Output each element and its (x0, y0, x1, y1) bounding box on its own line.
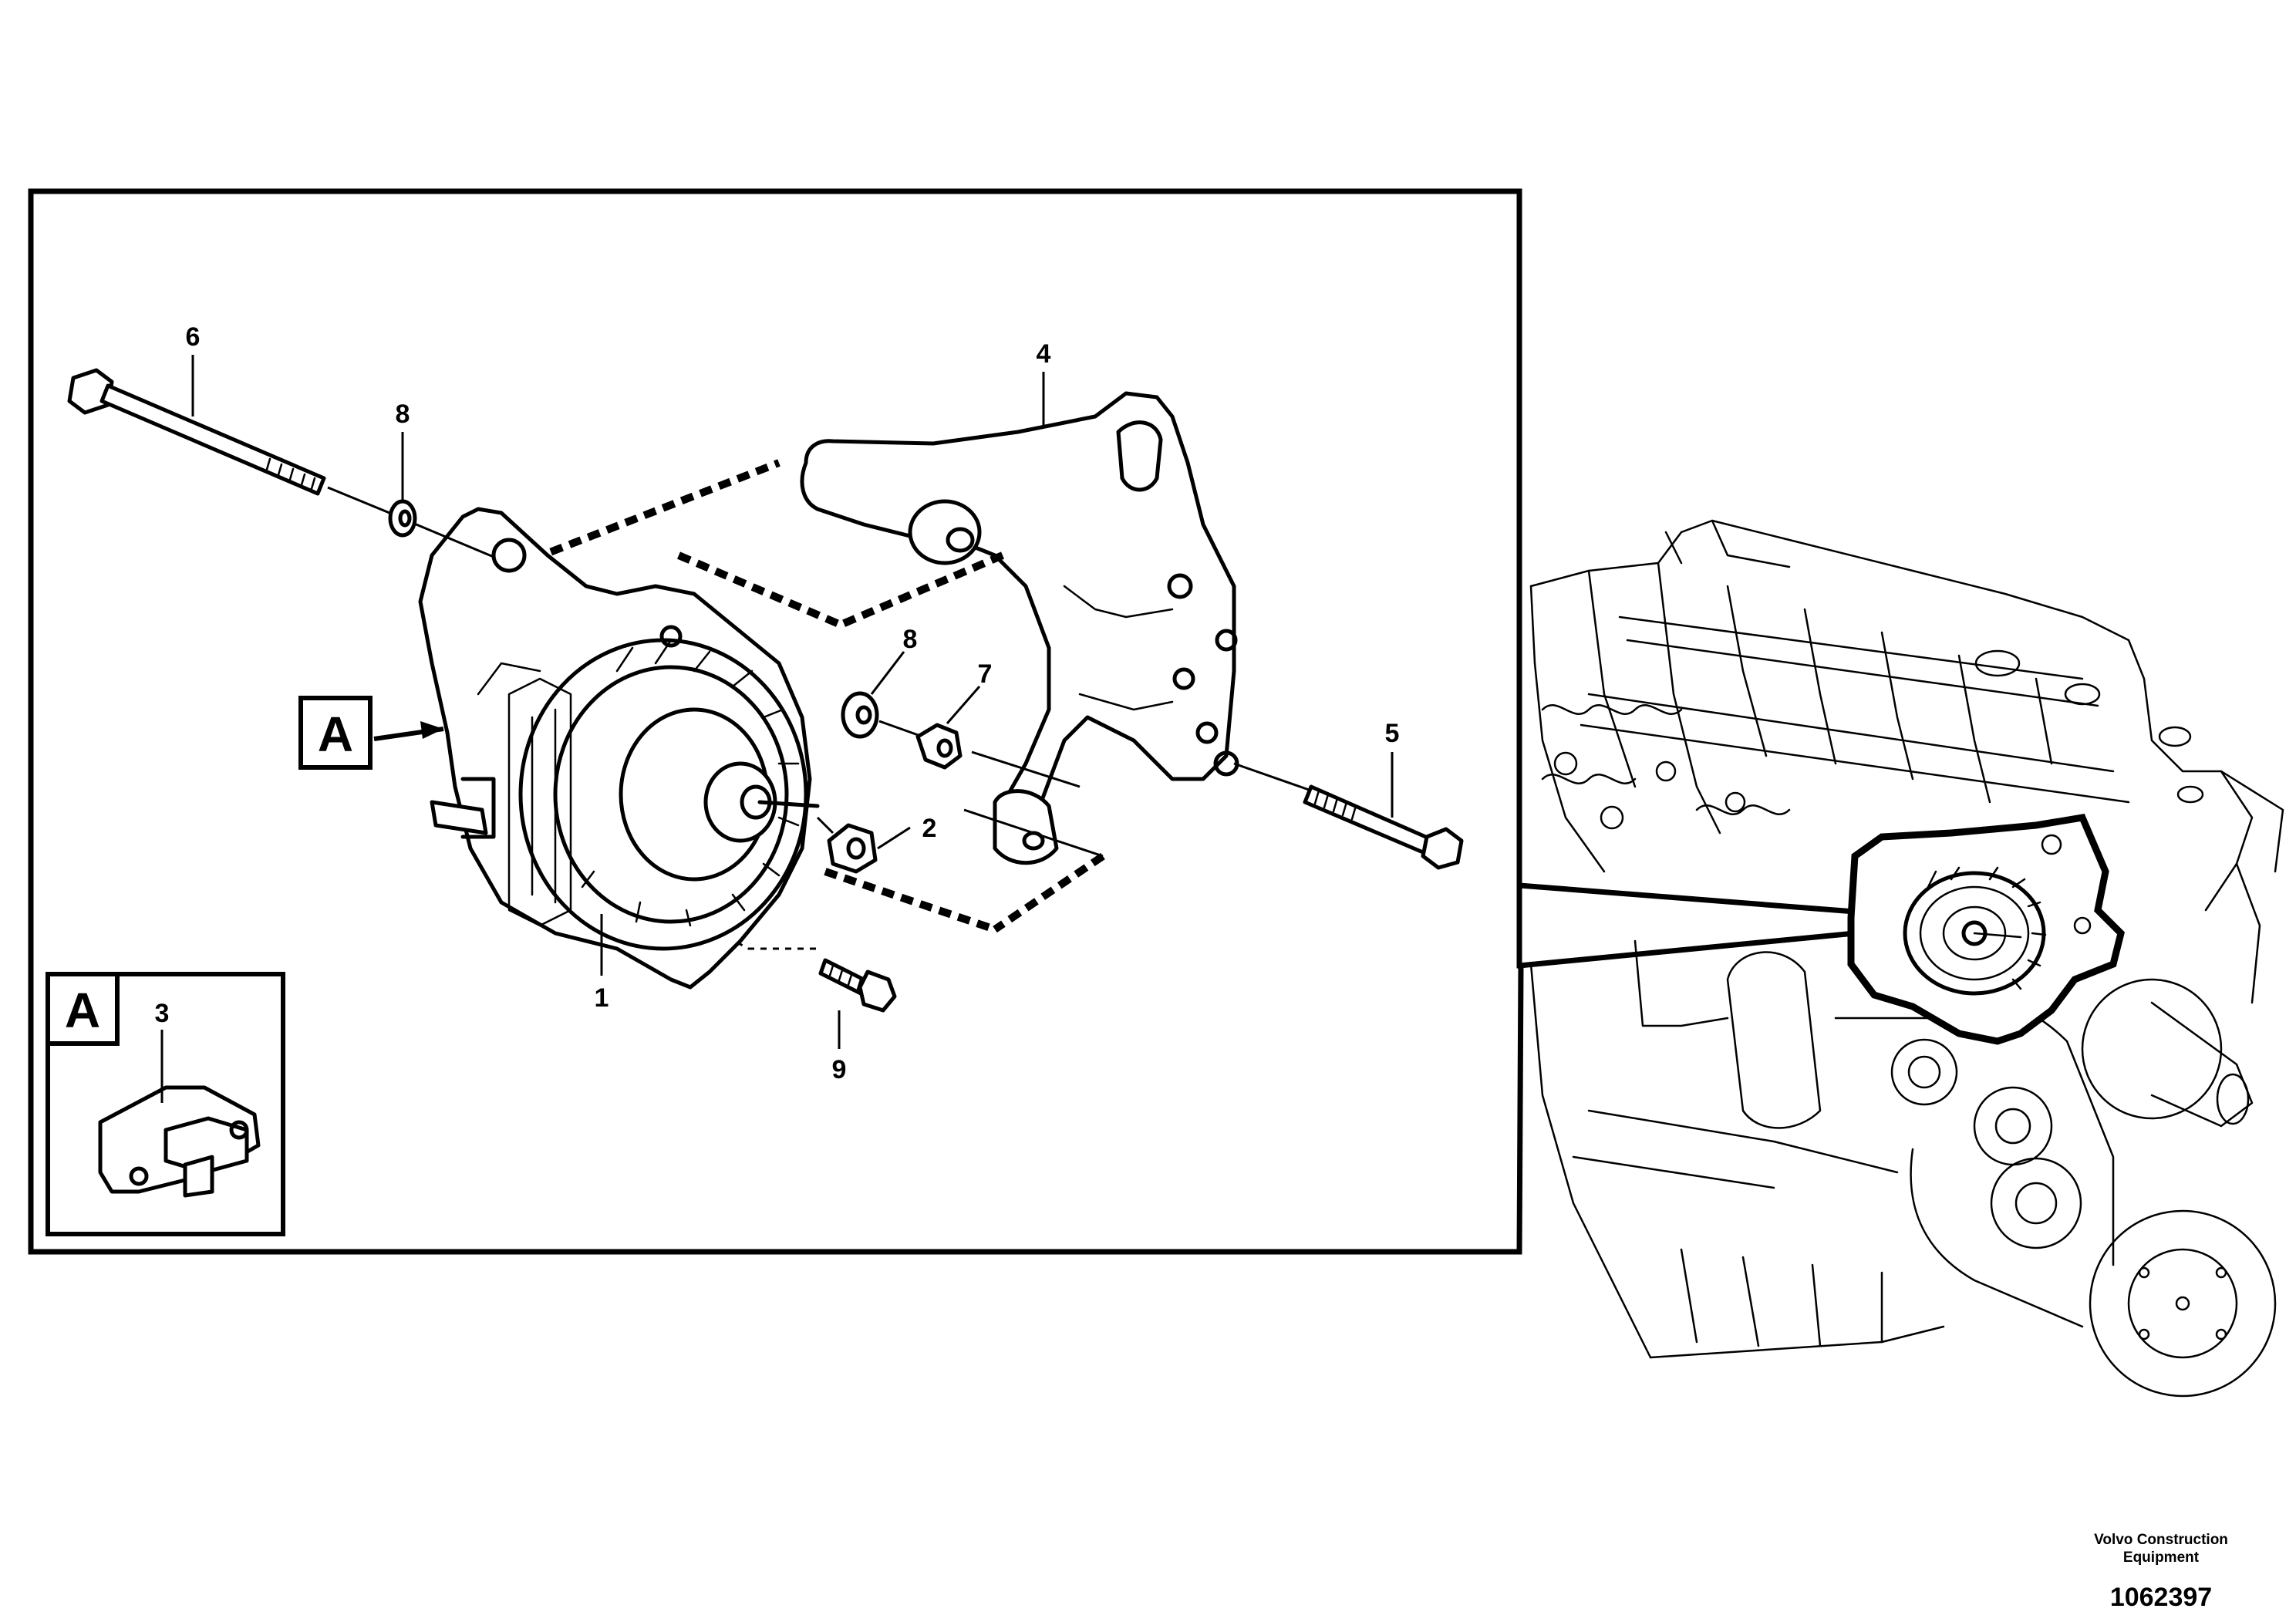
callout-2: 2 (922, 814, 937, 843)
callout-8-lower: 8 (903, 625, 918, 654)
callout-3: 3 (155, 999, 170, 1028)
bolt-9 (818, 958, 897, 1013)
callout-8-upper: 8 (396, 400, 410, 429)
washer-8-upper (388, 499, 417, 538)
zoom-connector-top (1519, 882, 1856, 915)
engine-illustration (1529, 519, 2284, 1398)
part-3-connector (98, 1030, 261, 1198)
detail-a-inset-label-box (46, 972, 120, 1046)
callout-4: 4 (1037, 339, 1051, 369)
footer-drawing-number: 1062397 (2110, 1583, 2212, 1612)
callout-6: 6 (186, 322, 201, 352)
detail-a-inset-label: A (65, 983, 100, 1038)
leader-lines (191, 355, 1394, 1049)
callout-9: 9 (832, 1055, 847, 1084)
assembly-guides (531, 459, 1105, 950)
zoom-connector-bottom (1519, 930, 1856, 969)
alternator (418, 507, 820, 990)
callout-1: 1 (595, 983, 609, 1013)
bolt-5 (1233, 762, 1464, 870)
footer-company-line1: Volvo Construction (2094, 1532, 2228, 1548)
footer-company-line2: Equipment (2123, 1549, 2200, 1566)
detail-a-label: A (318, 706, 353, 762)
bolt-6 (67, 368, 494, 558)
detail-a-label-box (298, 696, 373, 770)
mounting-bracket (800, 391, 1239, 865)
callout-7: 7 (978, 659, 993, 689)
callout-5: 5 (1385, 719, 1400, 748)
nut-2 (827, 823, 878, 874)
washer-8-lower (841, 691, 879, 739)
